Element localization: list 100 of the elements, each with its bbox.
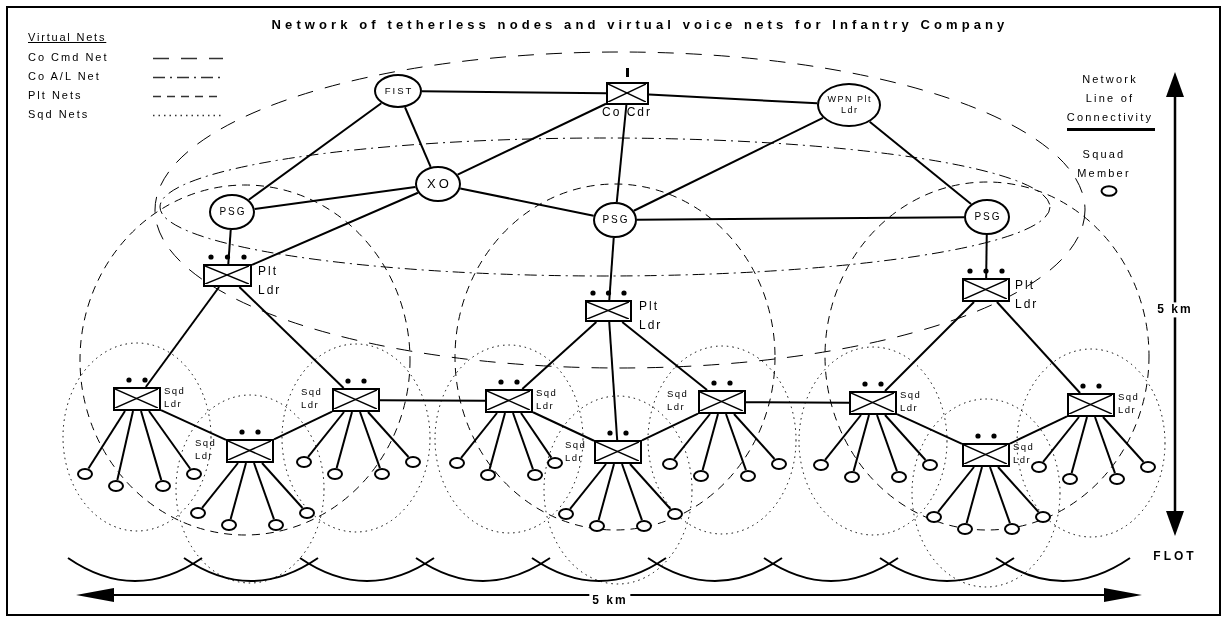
- legend-label: Plt Nets: [28, 89, 83, 102]
- squad-member-ellipse: [636, 520, 652, 532]
- squad-member-ellipse: [296, 456, 312, 468]
- node-label: WPN Plt Ldr: [826, 94, 873, 116]
- connectivity-line: [629, 463, 672, 511]
- squad-member-ellipse: [221, 519, 237, 531]
- connectivity-line: [868, 120, 973, 206]
- node-label: Sqd Ldr: [1013, 440, 1036, 466]
- connectivity-line: [247, 102, 383, 201]
- connectivity-line: [238, 286, 345, 389]
- squad-member-ellipse: [957, 523, 973, 535]
- connectivity-line: [641, 412, 699, 442]
- node-label: Sqd Ldr: [164, 384, 187, 410]
- node-label: Sqd Ldr: [536, 386, 559, 412]
- net-node-ellipse: [209, 194, 255, 230]
- legend-label: Sqd Nets: [28, 108, 90, 121]
- connectivity-line: [335, 411, 353, 470]
- squad-member-ellipse: [589, 520, 605, 532]
- connectivity-line: [520, 412, 553, 459]
- connectivity-line: [648, 93, 819, 105]
- connectivity-line: [615, 104, 628, 204]
- squad-member-ellipse: [662, 458, 678, 470]
- connectivity-line: [884, 301, 975, 392]
- connectivity-line: [160, 409, 227, 441]
- node-label: PSG: [218, 206, 247, 218]
- squad-member-ellipse: [1140, 461, 1156, 473]
- connectivity-line: [985, 234, 988, 279]
- legend-label: Co A/L Net: [28, 70, 101, 83]
- connectivity-line: [995, 301, 1082, 394]
- node-label: Co Cdr: [602, 106, 652, 120]
- squad-member-ellipse: [547, 457, 563, 469]
- connectivity-line: [144, 286, 221, 388]
- connectivity-line: [673, 413, 711, 460]
- squad-member-ellipse: [527, 469, 543, 481]
- squad-member-ellipse: [299, 507, 315, 519]
- connectivity-line: [488, 412, 506, 471]
- connectivity-line: [1042, 416, 1080, 463]
- squad-member-ellipse: [740, 470, 756, 482]
- squad-member-ellipse: [190, 507, 206, 519]
- legend-label: Co Cmd Net: [28, 51, 109, 64]
- connectivity-line: [359, 411, 381, 470]
- squad-member-ellipse: [374, 468, 390, 480]
- squad-member-ellipse: [480, 469, 496, 481]
- connectivity-line: [307, 411, 345, 458]
- node-label: Plt Ldr: [258, 263, 283, 299]
- connectivity-line: [733, 413, 776, 461]
- connectivity-line: [229, 462, 247, 521]
- connectivity-line: [965, 466, 983, 525]
- squad-member-ellipse: [558, 508, 574, 520]
- connectivity-line: [632, 116, 824, 212]
- connectivity-line: [456, 102, 607, 176]
- node-label: Sqd Ldr: [195, 436, 218, 462]
- net-node-ellipse: [593, 202, 637, 238]
- flot-label: FLOT: [1153, 550, 1197, 564]
- connectivity-line: [1102, 416, 1145, 464]
- connectivity-line: [116, 410, 134, 482]
- connectivity-line: [379, 399, 486, 402]
- net-node-ellipse: [415, 166, 461, 202]
- connectivity-line: [512, 412, 534, 471]
- connectivity-line: [251, 191, 419, 266]
- connectivity-line: [621, 463, 643, 522]
- connectivity-line: [876, 414, 898, 473]
- squad-member-ellipse: [844, 471, 860, 483]
- connectivity-line: [87, 410, 126, 470]
- net-node-ellipse: [964, 199, 1010, 235]
- connectivity-line: [824, 414, 862, 461]
- legend-label: Squad Member: [1076, 147, 1132, 181]
- squad-member-ellipse: [1062, 473, 1078, 485]
- connectivity-line: [896, 413, 963, 445]
- squad-member-ellipse: [693, 470, 709, 482]
- connectivity-line: [367, 411, 410, 459]
- node-label: PSG: [973, 211, 1002, 223]
- node-label: FIST: [383, 85, 414, 97]
- squad-member-ellipse: [667, 508, 683, 520]
- connectivity-line: [608, 321, 619, 441]
- connectivity-line: [1070, 416, 1088, 475]
- node-label: PSG: [601, 214, 630, 226]
- connectivity-line: [1094, 416, 1116, 475]
- connectivity-line: [140, 410, 163, 482]
- legend-title: Virtual Nets: [28, 31, 107, 44]
- node-label: Sqd Ldr: [301, 385, 324, 411]
- squad-member-ellipse: [1109, 473, 1125, 485]
- connectivity-line: [852, 414, 870, 473]
- connectivity-line: [997, 466, 1040, 514]
- connectivity-line: [725, 413, 747, 472]
- connectivity-line: [421, 90, 607, 95]
- node-label: Sqd Ldr: [565, 438, 588, 464]
- connectivity-line: [745, 401, 850, 404]
- connectivity-line: [608, 236, 615, 301]
- connectivity-line: [459, 187, 595, 217]
- connectivity-line: [227, 228, 232, 265]
- diagram-title: Network of tetherless nodes and virtual voice nets for Infantry Company: [271, 18, 1009, 33]
- connectivity-line: [569, 463, 607, 510]
- connectivity-line: [937, 466, 975, 513]
- node-label: Plt Ldr: [639, 298, 664, 334]
- node-label: Sqd Ldr: [1118, 390, 1141, 416]
- connectivity-line: [273, 410, 333, 441]
- connectivity-line: [261, 462, 304, 510]
- squad-member-ellipse: [449, 457, 465, 469]
- squad-member-ellipse: [1004, 523, 1020, 535]
